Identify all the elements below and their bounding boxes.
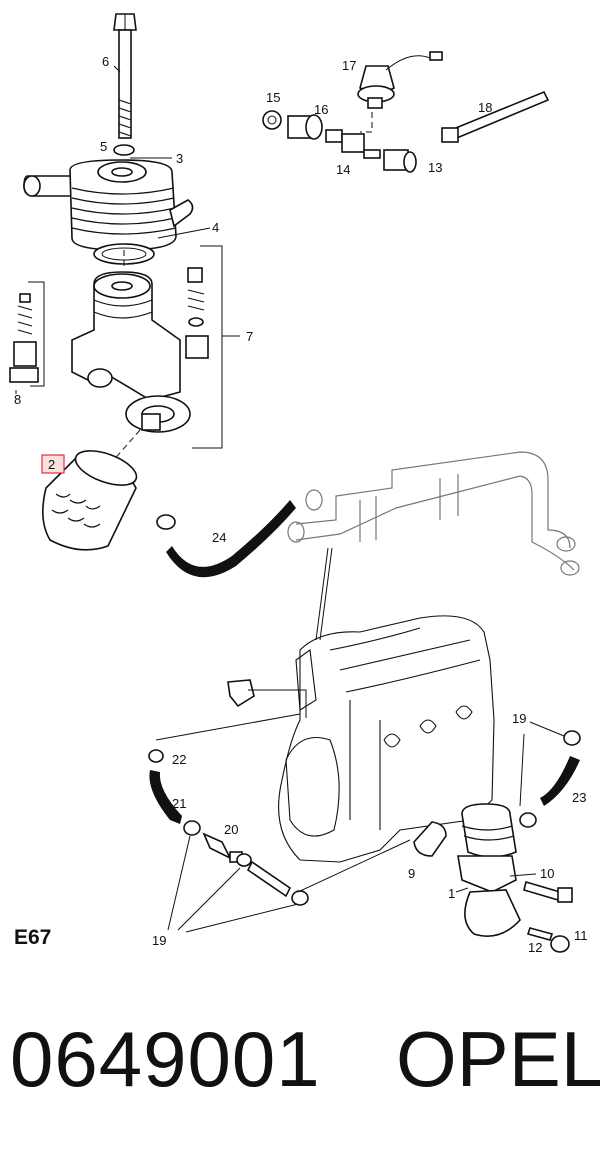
oil-cooler-3 — [23, 159, 194, 251]
callout-2: 2 — [48, 457, 55, 472]
hose-23 — [540, 756, 580, 806]
callout-19-left: 19 — [152, 933, 166, 948]
callout-22: 22 — [172, 752, 186, 767]
diagram-code: E67 — [14, 926, 52, 949]
sensor-17 — [357, 51, 443, 109]
callout-11: 11 — [574, 928, 588, 943]
hose-24 — [166, 500, 296, 578]
fitting-14 — [325, 129, 381, 159]
stud-12 — [526, 927, 554, 941]
callout-17: 17 — [342, 58, 356, 73]
callout-13: 13 — [428, 160, 442, 175]
callout-5: 5 — [100, 139, 107, 154]
parts-diagram: 1 2 3 4 5 6 7 8 9 10 11 12 13 14 15 16 1… — [9, 13, 588, 955]
cable-tie-18 — [441, 90, 550, 143]
callout-21: 21 — [172, 796, 186, 811]
clamp-24 — [156, 514, 176, 530]
part-number: 0649001 — [10, 1015, 321, 1103]
callout-16: 16 — [314, 102, 328, 117]
pipe-20 — [246, 860, 292, 898]
callout-3: 3 — [176, 151, 183, 166]
callout-23: 23 — [572, 790, 586, 805]
callout-14: 14 — [336, 162, 350, 177]
washer-5 — [113, 144, 135, 156]
bolt-6 — [113, 13, 137, 139]
callout-4: 4 — [212, 220, 219, 235]
relief-valve-right — [185, 267, 209, 359]
callout-12: 12 — [528, 940, 542, 955]
sender-13 — [383, 149, 417, 173]
bolt-10 — [523, 880, 573, 903]
callout-19-right: 19 — [512, 711, 526, 726]
callout-20: 20 — [224, 822, 238, 837]
callout-8: 8 — [14, 392, 21, 407]
relief-valve-8 — [9, 293, 39, 383]
washer-15 — [262, 110, 282, 130]
callout-9: 9 — [408, 866, 415, 881]
nut-11 — [550, 935, 570, 953]
callout-18: 18 — [478, 100, 492, 115]
fitting-20 — [202, 832, 243, 863]
hose-21 — [149, 770, 182, 824]
oil-cooler-assembled — [457, 803, 521, 937]
callout-1: 1 — [448, 886, 455, 901]
oil-pipe-assembly — [287, 451, 580, 576]
filter-housing-7 — [71, 271, 191, 433]
gasket-9 — [413, 821, 447, 857]
brand-name: OPEL — [396, 1015, 600, 1103]
callout-10: 10 — [540, 866, 554, 881]
highlight-box-2 — [41, 454, 65, 474]
engine-block — [278, 615, 495, 863]
callout-7: 7 — [246, 329, 253, 344]
oil-filter-2 — [42, 450, 138, 551]
callout-15: 15 — [266, 90, 280, 105]
callout-6: 6 — [102, 54, 109, 69]
adapter-16 — [287, 114, 323, 140]
callout-24: 24 — [212, 530, 226, 545]
